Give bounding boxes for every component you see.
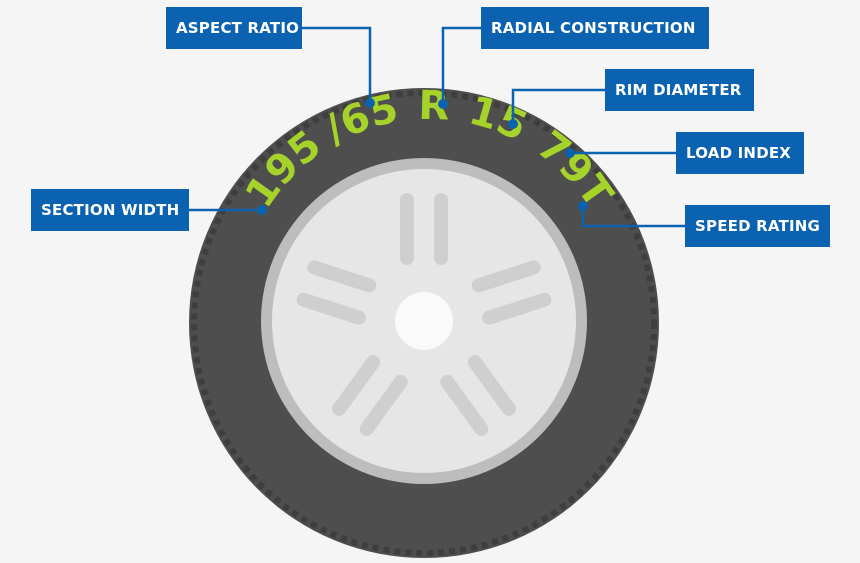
connector-rim-diameter	[511, 88, 605, 124]
spoke-cutout	[332, 354, 381, 416]
spoke-cutout	[467, 354, 516, 416]
label-speed-rating: SPEED RATING	[685, 205, 830, 247]
rim-hub	[395, 292, 453, 350]
dot-aspect-ratio	[365, 98, 375, 108]
dot-load-index	[565, 148, 575, 158]
label-radial-construction: RADIAL CONSTRUCTION	[481, 7, 709, 49]
spoke-cutout	[434, 193, 448, 265]
spoke-cutout	[400, 193, 414, 265]
spoke-cutout	[471, 260, 541, 293]
connector-speed-rating	[581, 206, 685, 228]
spoke-cutout	[307, 260, 377, 293]
connector-dots	[257, 98, 588, 215]
spoke-cutout	[359, 374, 408, 436]
dot-section-width	[257, 205, 267, 215]
label-section-width: SECTION WIDTH	[31, 189, 189, 231]
label-aspect-ratio: ASPECT RATIO	[166, 7, 302, 49]
spoke-cutout	[296, 292, 366, 325]
label-load-index: LOAD INDEX	[676, 132, 804, 174]
connector-aspect-ratio	[302, 26, 372, 103]
dot-rim-diameter	[508, 119, 518, 129]
dot-speed-rating	[578, 201, 588, 211]
dot-radial-construction	[438, 99, 448, 109]
tire-tread-edge	[191, 90, 657, 556]
rim-spokes	[296, 193, 552, 436]
label-rim-diameter: RIM DIAMETER	[605, 69, 754, 111]
spoke-cutout	[440, 374, 489, 436]
connectors	[189, 26, 685, 228]
spoke-cutout	[482, 292, 552, 325]
connector-radial-construction	[441, 26, 481, 104]
